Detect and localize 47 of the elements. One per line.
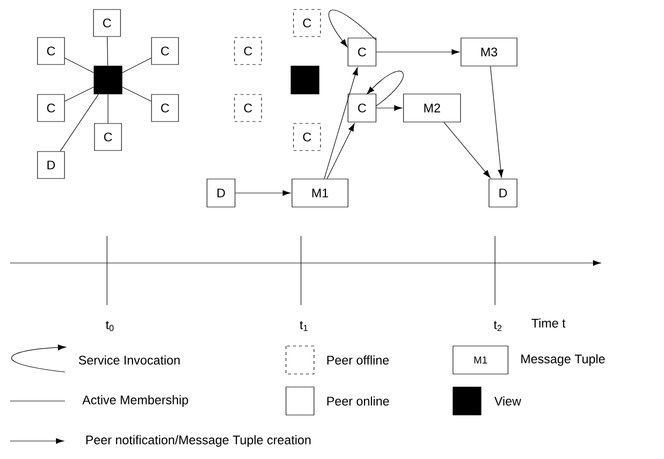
legend-label: Service Invocation: [78, 355, 180, 365]
membership-line: [64, 86, 94, 102]
message-tuple-box: M2: [403, 94, 461, 122]
peer-box: C: [151, 94, 179, 122]
peer-box: C: [94, 123, 122, 151]
arrow: [376, 49, 460, 55]
peer-box: C: [348, 94, 376, 122]
service-invocation-loop: [328, 10, 376, 48]
peer-box: C: [151, 37, 179, 65]
tick-label: t$_{1}$: [300, 321, 308, 331]
peer-box: D: [488, 178, 518, 208]
arrow: [235, 190, 291, 196]
legend-label: Peer offline: [327, 355, 389, 365]
tick-label: t$_{2}$: [494, 320, 502, 332]
peer-box: C: [37, 94, 65, 122]
peer-box: D: [37, 151, 65, 179]
peer-box: C: [348, 38, 376, 66]
service-invocation-loop: [366, 71, 404, 106]
membership-line: [60, 94, 99, 152]
tick-label: t$_{0}$: [106, 320, 114, 332]
arrow: [376, 105, 402, 111]
offline-peer-box: C: [293, 9, 321, 37]
message-tuple-box: M1: [292, 178, 348, 208]
arrow: [490, 66, 504, 178]
membership-line: [64, 58, 94, 74]
offline-peer-box: C: [234, 37, 262, 65]
legend-box: M1: [452, 346, 508, 374]
legend-label: Message Tuple: [521, 354, 605, 366]
arrow: [324, 67, 358, 179]
peer-box: C: [93, 9, 121, 37]
view-box: [94, 66, 122, 94]
offline-peer-box: C: [234, 94, 262, 122]
legend-label: Active Membership: [82, 395, 188, 407]
arrow: [326, 123, 355, 179]
legend-label: View: [494, 396, 522, 406]
view-box: [290, 66, 320, 94]
arrow: [444, 122, 490, 178]
membership-line: [106, 36, 108, 66]
legend-label: Peer online: [327, 396, 389, 406]
peer-box: D: [206, 178, 236, 208]
legend-label: Peer notification/Message Tuple creation: [86, 435, 310, 447]
peer-box: C: [37, 37, 65, 65]
membership-line: [122, 86, 152, 102]
membership-line: [122, 58, 152, 74]
message-tuple-box: M3: [460, 38, 518, 66]
offline-peer-box: C: [293, 123, 321, 151]
axis-label: Time t: [532, 318, 566, 328]
